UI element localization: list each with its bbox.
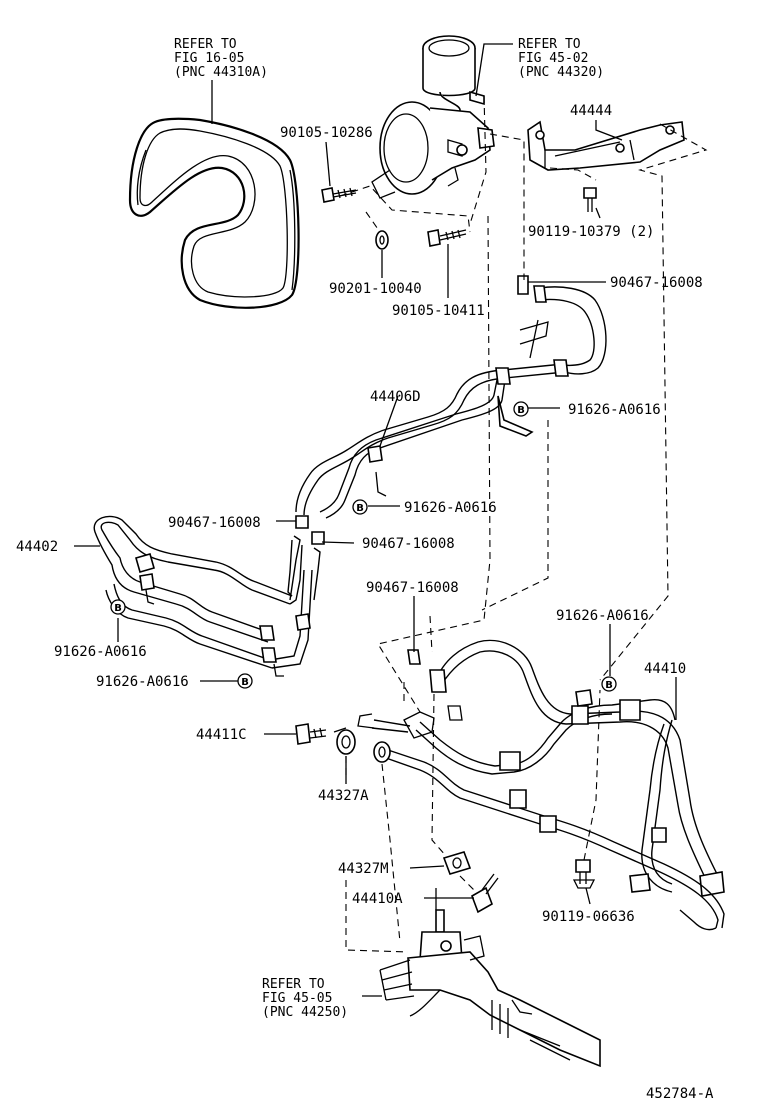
leader-lines	[74, 43, 677, 997]
bolt-44410A	[471, 873, 499, 914]
hose-upper	[517, 275, 607, 375]
label-90467-16008-c: 90467-16008	[362, 536, 455, 552]
hose-clamps-mid	[289, 515, 421, 665]
label-44410A: 44410A	[352, 891, 403, 907]
ref-reservoir-line3: (PNC 44320)	[518, 65, 604, 80]
label-44402: 44402	[16, 539, 58, 555]
bolt-marker-4: B	[237, 673, 253, 689]
label-90105-10286: 90105-10286	[280, 125, 373, 141]
svg-text:B: B	[356, 503, 364, 514]
label-91626-A0616-b: 91626-A0616	[404, 500, 497, 516]
label-90467-16008-b: 90467-16008	[168, 515, 261, 531]
bolt-90105-10286	[321, 187, 357, 203]
hose-44410	[357, 639, 725, 897]
ref-reservoir-line2: FIG 45-02	[518, 51, 588, 66]
label-44406D: 44406D	[370, 389, 421, 405]
ref-reservoir-line1: REFER TO	[518, 37, 581, 52]
bolt-marker-3: B	[110, 599, 126, 615]
svg-text:B: B	[241, 677, 249, 688]
label-91626-A0616-d: 91626-A0616	[96, 674, 189, 690]
bolt-marker-1: B	[513, 401, 529, 417]
diagram-id: 452784-A	[646, 1086, 714, 1102]
ref-belt-line1: REFER TO	[174, 37, 237, 52]
label-91626-A0616-c: 91626-A0616	[54, 644, 147, 660]
dashed-guides	[339, 95, 708, 953]
ref-belt-line3: (PNC 44310A)	[174, 65, 268, 80]
label-44411C: 44411C	[196, 727, 247, 743]
bolt-90119-10379	[583, 187, 597, 212]
bolt-marker-2: B	[352, 499, 368, 515]
label-90467-16008-d: 90467-16008	[366, 580, 459, 596]
pump-reservoir	[371, 35, 495, 199]
label-44327M: 44327M	[338, 861, 389, 877]
ref-rack-line1: REFER TO	[262, 977, 325, 992]
bolt-90105-10411	[427, 229, 467, 247]
label-44410: 44410	[644, 661, 686, 677]
label-91626-A0616-e: 91626-A0616	[556, 608, 649, 624]
tube-return	[385, 749, 725, 931]
label-90201-10040: 90201-10040	[329, 281, 422, 297]
ref-rack-line2: FIG 45-05	[262, 991, 332, 1006]
label-90105-10411: 90105-10411	[392, 303, 485, 319]
svg-text:B: B	[605, 680, 613, 691]
label-91626-A0616-a: 91626-A0616	[568, 402, 661, 418]
cooler-44402	[93, 515, 313, 677]
bolt-44411C	[295, 723, 327, 745]
svg-text:B: B	[517, 405, 525, 416]
svg-text:B: B	[114, 603, 122, 614]
label-90119-06636: 90119-06636	[542, 909, 635, 925]
label-90119-10379: 90119-10379 (2)	[528, 224, 654, 240]
ref-belt-line2: FIG 16-05	[174, 51, 244, 66]
ref-rack-line3: (PNC 44250)	[262, 1005, 348, 1020]
label-44327A: 44327A	[318, 788, 369, 804]
fitting-left	[373, 741, 391, 763]
gasket-44327A	[333, 727, 356, 755]
drive-belt	[128, 117, 300, 309]
steering-rack	[379, 909, 601, 1068]
label-90467-16008-a: 90467-16008	[610, 275, 703, 291]
gasket-44327M	[442, 851, 472, 875]
bolt-90119-06636	[572, 859, 596, 889]
bolt-marker-5: B	[601, 676, 617, 692]
tube-44406D	[295, 319, 569, 519]
bracket-44444	[527, 120, 685, 171]
washer-90201-10040	[375, 230, 389, 250]
label-44444: 44444	[570, 103, 612, 119]
